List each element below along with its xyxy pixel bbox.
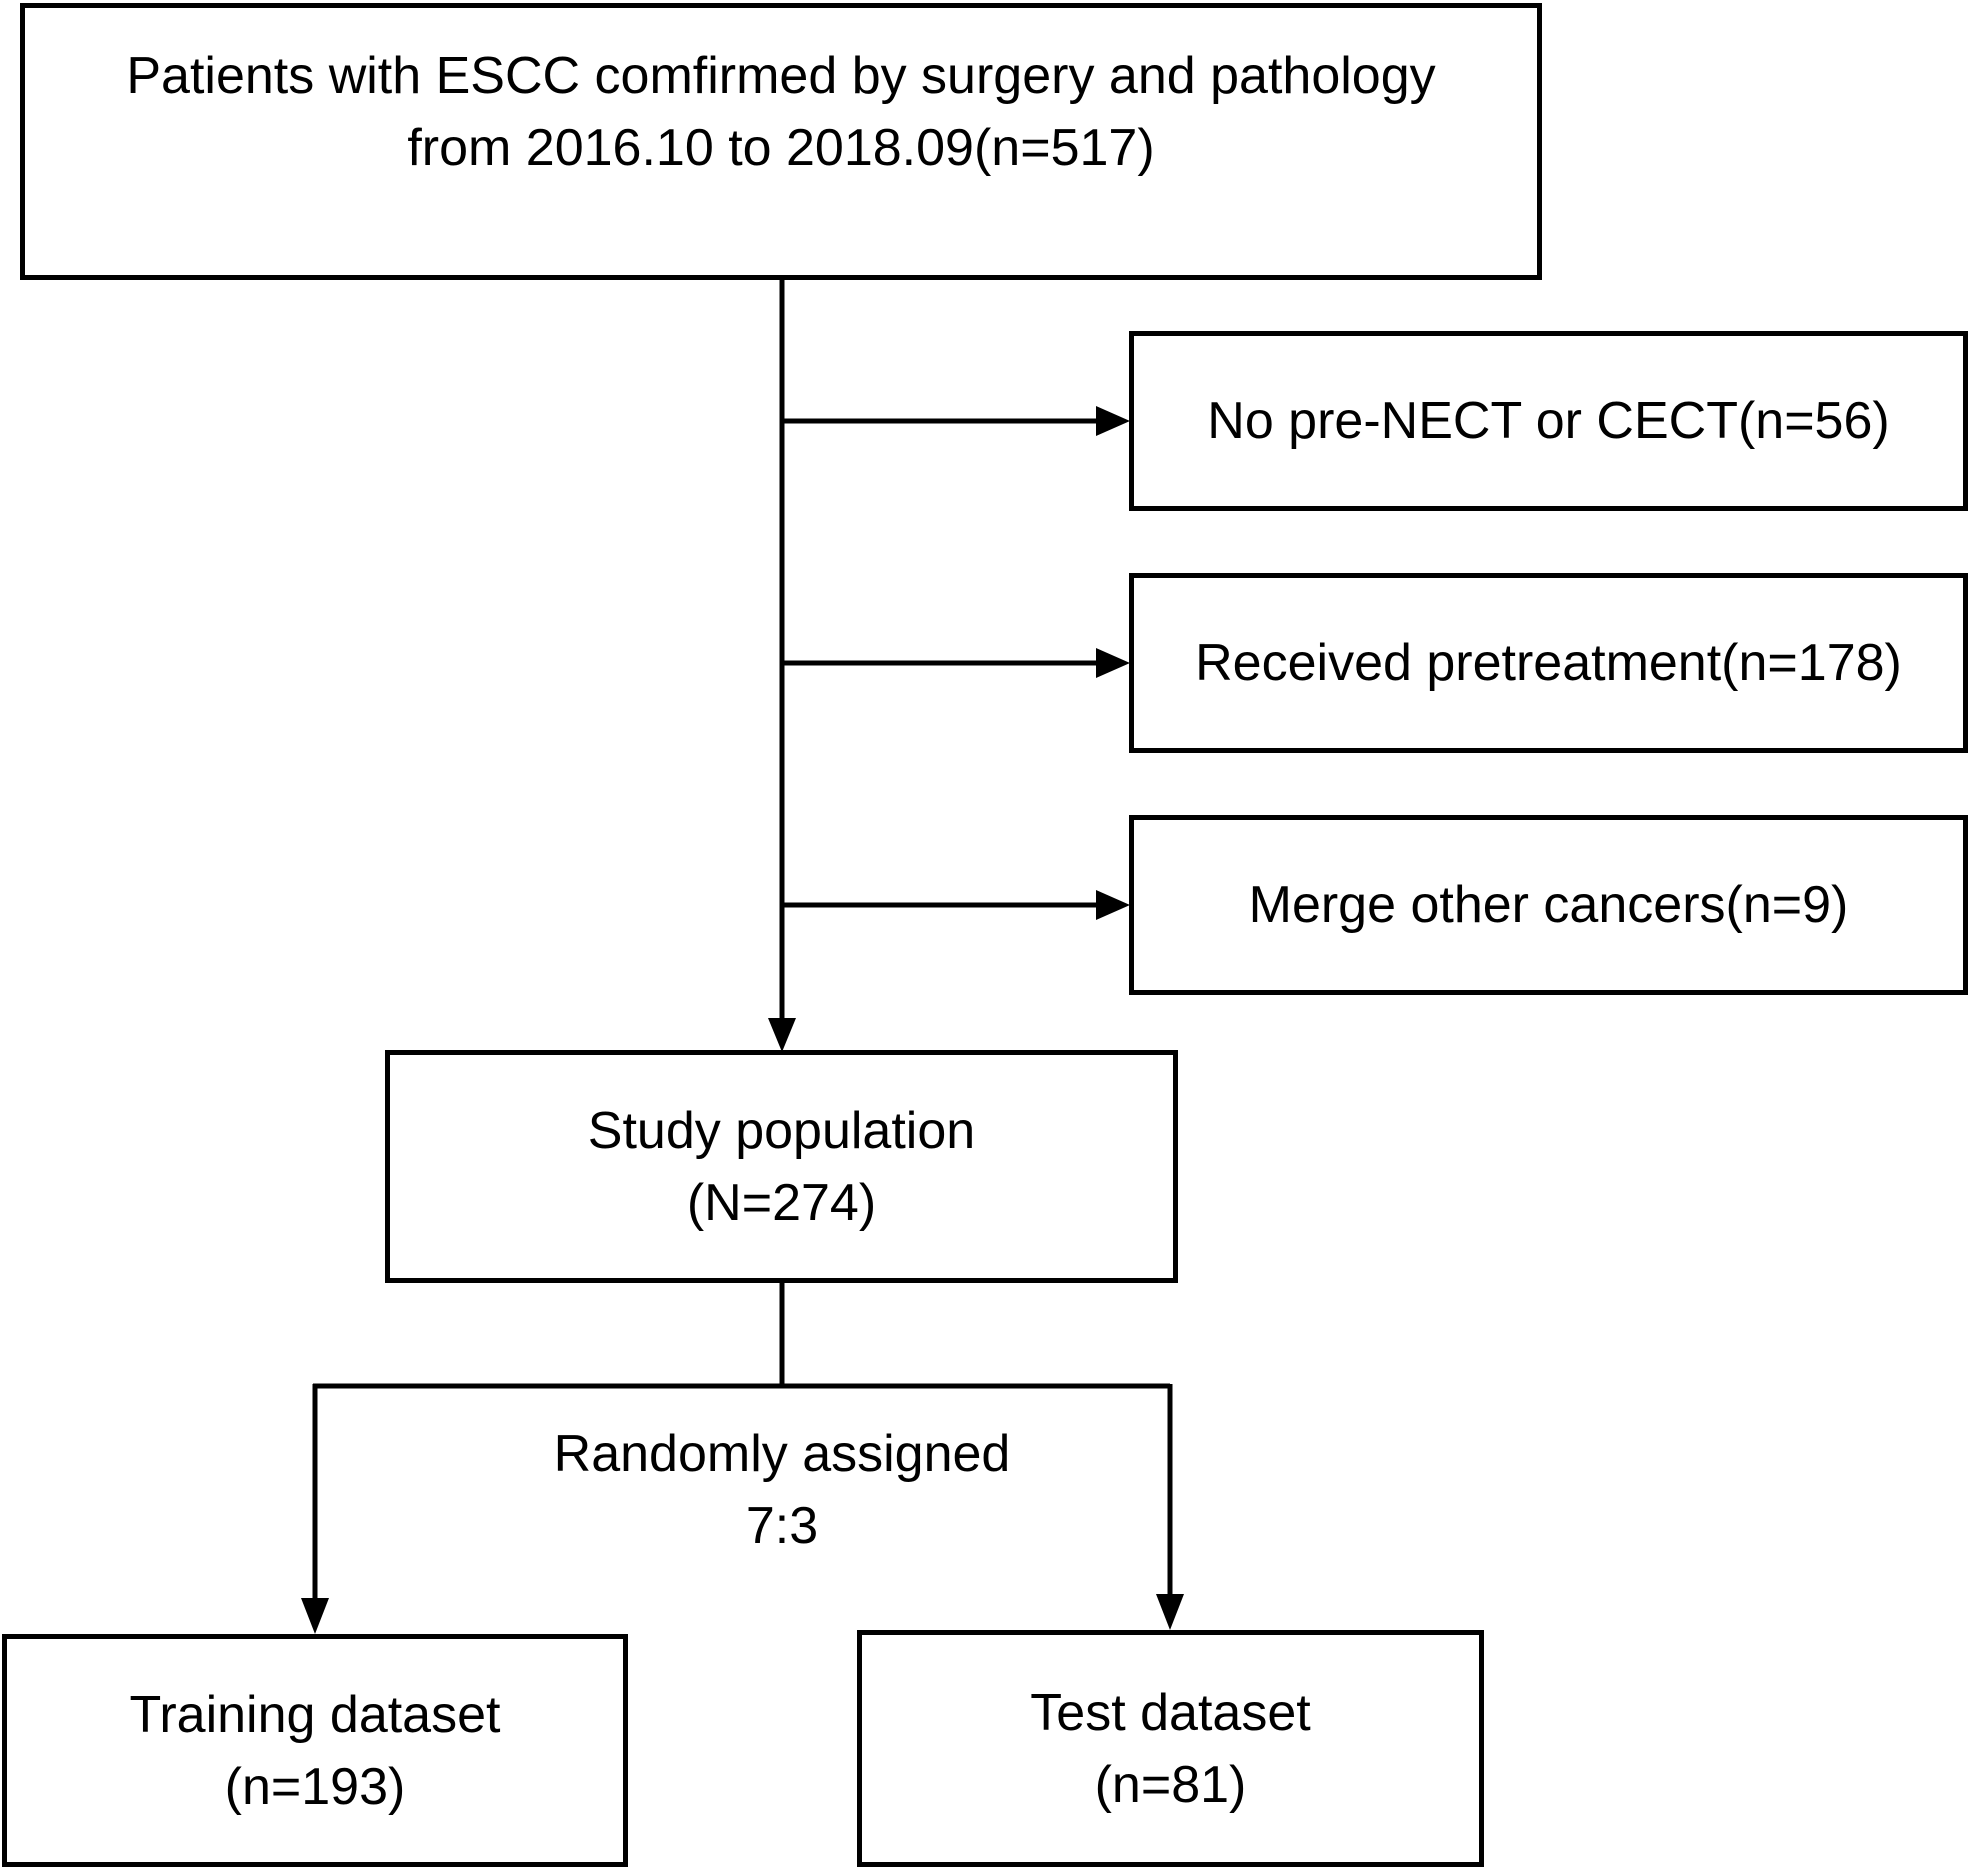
exclusion-box-pretreatment: Received pretreatment(n=178) (1129, 573, 1968, 753)
training-dataset-line-2: (n=193) (224, 1757, 406, 1816)
arrow-to-study-population (768, 1018, 796, 1052)
training-dataset-line-1: Training dataset (129, 1685, 501, 1744)
study-population-line-2: (N=274) (686, 1173, 877, 1232)
training-dataset-box: Training dataset (n=193) (2, 1634, 628, 1867)
arrow-to-exclusion-1 (1096, 406, 1130, 436)
test-dataset-box: Test dataset (n=81) (857, 1630, 1484, 1867)
arrow-to-exclusion-3 (1096, 890, 1130, 920)
split-label-line-1: Randomly assigned (553, 1425, 1011, 1483)
arrow-to-exclusion-2 (1096, 648, 1130, 678)
exclusion-no-ct-label: No pre-NECT or CECT(n=56) (1207, 392, 1890, 450)
exclusion-box-no-ct: No pre-NECT or CECT(n=56) (1129, 331, 1968, 511)
arrow-to-test (1156, 1594, 1184, 1630)
source-population-line-1: Patients with ESCC comfirmed by surgery … (126, 46, 1436, 105)
source-population-box: Patients with ESCC comfirmed by surgery … (20, 3, 1542, 280)
split-label: Randomly assigned 7:3 (482, 1418, 1082, 1562)
exclusion-other-cancers-label: Merge other cancers(n=9) (1248, 876, 1849, 934)
study-population-box: Study population (N=274) (385, 1050, 1178, 1283)
split-label-line-2: 7:3 (745, 1497, 819, 1555)
exclusion-pretreatment-label: Received pretreatment(n=178) (1195, 634, 1902, 692)
arrow-to-training (301, 1598, 329, 1634)
test-dataset-line-2: (n=81) (1094, 1755, 1247, 1814)
exclusion-box-other-cancers: Merge other cancers(n=9) (1129, 815, 1968, 995)
source-population-line-2: from 2016.10 to 2018.09(n=517) (407, 118, 1155, 177)
test-dataset-line-1: Test dataset (1030, 1683, 1311, 1742)
study-population-line-1: Study population (587, 1101, 976, 1160)
